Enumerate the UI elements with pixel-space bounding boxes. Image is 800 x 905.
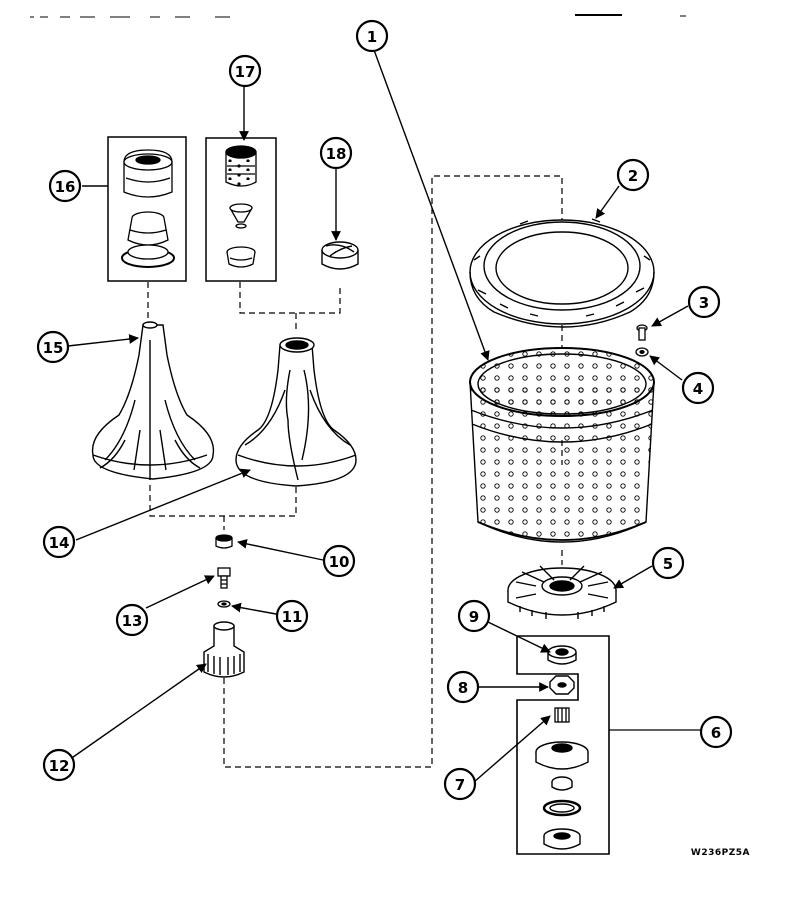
item-14-agitator (235, 337, 357, 487)
item-7-spline (554, 707, 570, 723)
item-12-drive-bell (203, 621, 245, 678)
callout-label-13: 13 (122, 612, 143, 630)
callout-6 (699, 715, 733, 749)
callout-14 (42, 525, 76, 559)
callout-label-3: 3 (699, 294, 709, 312)
item-6-bracket (516, 635, 700, 855)
callout-12 (42, 748, 76, 782)
callout-label-11: 11 (282, 608, 303, 626)
callout-label-7: 7 (455, 776, 465, 794)
item-18-cap (321, 241, 359, 270)
callout-15 (36, 330, 70, 364)
item-16-group (107, 136, 187, 282)
callout-13 (115, 603, 149, 637)
dashed-assembly-lines (147, 175, 563, 768)
cap-assembly-parts (225, 145, 257, 268)
callout-9 (457, 599, 491, 633)
callout-label-10: 10 (329, 553, 350, 571)
callout-10 (322, 544, 356, 578)
callout-3 (687, 285, 721, 319)
callout-label-4: 4 (693, 380, 703, 398)
item-9-bearing (547, 645, 577, 665)
callout-18 (319, 136, 353, 170)
callout-label-1: 1 (367, 28, 377, 46)
item-11-washer (217, 600, 231, 608)
callout-label-8: 8 (458, 679, 468, 697)
item-8-hex-nut (549, 675, 575, 695)
callout-label-6: 6 (711, 724, 721, 742)
callout-4 (681, 371, 715, 405)
callout-label-16: 16 (55, 178, 76, 196)
item-2-balance-ring (469, 218, 655, 328)
callout-numbers: 1 2 3 4 5 6 7 8 9 10 11 12 13 14 15 16 1… (43, 28, 722, 794)
item-5-hub (507, 565, 617, 619)
callout-16 (48, 169, 82, 203)
callout-circles (36, 19, 733, 801)
callout-label-2: 2 (628, 167, 638, 185)
leader-lines (65, 49, 689, 783)
callout-5 (651, 546, 685, 580)
callout-label-9: 9 (469, 608, 479, 626)
item-17-group (205, 137, 277, 282)
item-10-cam (215, 534, 233, 549)
callout-7 (443, 767, 477, 801)
callout-label-5: 5 (663, 555, 673, 573)
callout-11 (275, 599, 309, 633)
item-1-wash-basket (469, 347, 655, 543)
drawing-code: W236PZ5A (691, 848, 750, 858)
callout-label-12: 12 (49, 757, 70, 775)
item-15-agitator (91, 321, 215, 480)
callout-label-14: 14 (49, 534, 70, 552)
agitator-cap-assembly (121, 149, 175, 268)
header-marks (30, 14, 686, 18)
callout-label-18: 18 (326, 145, 347, 163)
seal-stack (535, 741, 589, 850)
callout-1 (355, 19, 389, 53)
item-13-bolt (217, 567, 231, 589)
callout-17 (228, 54, 262, 88)
callout-label-15: 15 (43, 339, 64, 357)
item-4-nut (635, 347, 649, 357)
callout-2 (616, 158, 650, 192)
callout-label-17: 17 (235, 63, 256, 81)
item-3-screw (636, 324, 648, 341)
callout-8 (446, 670, 480, 704)
